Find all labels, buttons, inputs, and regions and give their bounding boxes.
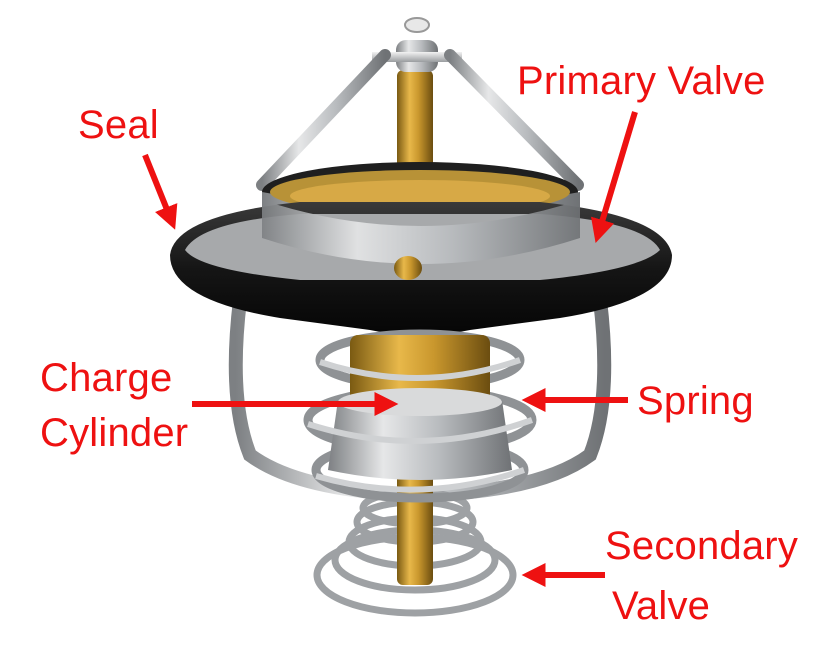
- charge-cylinder-shape: [328, 335, 512, 480]
- secondary-label: Secondary: [605, 524, 799, 568]
- charge-label: Charge: [40, 356, 173, 400]
- seal-arrow: [142, 153, 178, 230]
- primary-valve-arrow: [591, 111, 638, 244]
- main-spring-front: [307, 357, 534, 493]
- top-cap: [372, 17, 462, 72]
- rubber-seal-ring: [170, 200, 672, 336]
- bridge-arms: [256, 49, 584, 191]
- primary-valve-label: Primary Valve: [517, 59, 766, 103]
- spring-label: Spring: [637, 379, 754, 423]
- valve-label: Valve: [612, 584, 711, 628]
- seal-label: Seal: [78, 103, 159, 147]
- annotation-arrows: [142, 111, 638, 587]
- cylinder-label: Cylinder: [40, 411, 189, 455]
